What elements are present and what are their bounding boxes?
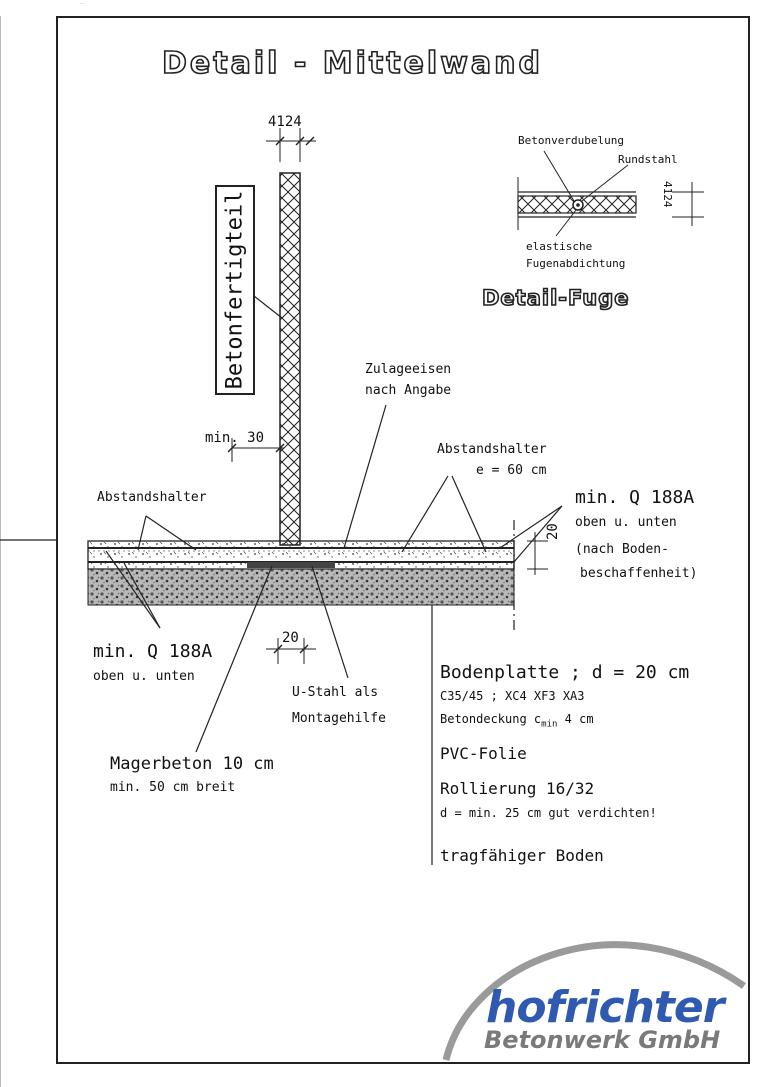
logo-arc: [442, 941, 746, 1061]
fuge-thickness-label: 4124: [661, 181, 674, 208]
page-title: Detail - Mittelwand: [161, 45, 543, 82]
panel-label: Betonfertigteil: [222, 190, 248, 390]
slab-thickness-label: 20: [545, 523, 561, 540]
label-mager-2: min. 50 cm breit: [110, 780, 236, 795]
label-abst-right-1: Abstandshalter: [437, 442, 547, 457]
fuge-label-dicht-1: elastische: [526, 240, 593, 253]
fuge-detail-drawing: [517, 150, 704, 237]
ustahl-width-label: 20: [282, 630, 299, 646]
precast-wall: [279, 172, 301, 546]
slab-thickness-dimension: [527, 532, 548, 575]
label-abst-right-2: e = 60 cm: [476, 463, 547, 478]
fuge-title: Detail-Fuge: [481, 285, 630, 311]
spec-boden: tragfähiger Boden: [440, 846, 604, 865]
spec-deckung: Betondeckung cmin 4 cm: [440, 712, 594, 729]
drawing-frame: [56, 16, 750, 1064]
label-q-left-1: min. Q 188A: [93, 641, 213, 662]
label-q-right-2: oben u. unten: [575, 515, 677, 530]
wall-width-dimension: [266, 128, 316, 162]
logo-wordmark: hofrichter: [486, 982, 724, 1033]
label-zulage-2: nach Angabe: [365, 383, 452, 398]
ustahl-dimension: [266, 638, 316, 664]
label-ustahl-2: Montagehilfe: [292, 711, 386, 726]
label-q-right-4: beschaffenheit): [580, 566, 698, 581]
header-fine-print: ...: [80, 0, 85, 6]
spec-deckung-val: 4 cm: [564, 712, 594, 726]
spec-klassen: C35/45 ; XC4 XF3 XA3: [440, 689, 585, 703]
label-mager-1: Magerbeton 10 cm: [110, 754, 274, 774]
spec-rollierung: Rollierung 16/32: [440, 779, 595, 798]
spec-folie: PVC-Folie: [440, 744, 527, 763]
wall-width-label: 4124: [268, 114, 302, 130]
panel-label-box: Betonfertigteil: [215, 185, 255, 395]
label-q-right-3: (nach Boden-: [575, 542, 669, 557]
page-edge: [0, 16, 1, 1087]
u-steel: [247, 562, 335, 568]
spec-deckung-sub: min: [541, 719, 558, 730]
spec-verdichten: d = min. 25 cm gut verdichten!: [440, 806, 657, 820]
spec-deckung-text: Betondeckung c: [440, 712, 542, 726]
gravel-layer: [87, 568, 515, 606]
fuge-label-rundstahl: Rundstahl: [618, 153, 678, 166]
fuge-label-dicht-2: Fugenabdichtung: [526, 257, 626, 270]
logo-subline: Betonwerk GmbH: [484, 1026, 721, 1054]
spec-bodenplatte: Bodenplatte ; d = 20 cm: [440, 662, 690, 683]
fuge-label-verdubelung: Betonverdubelung: [518, 134, 624, 147]
label-zulage-1: Zulageeisen: [365, 362, 452, 377]
label-ustahl-1: U-Stahl als: [292, 685, 379, 700]
label-q-left-2: oben u. unten: [93, 669, 195, 684]
label-q-right-1: min. Q 188A: [575, 487, 695, 508]
leader-lines: [105, 295, 563, 753]
min30-label: min. 30: [205, 430, 265, 446]
label-abst-left: Abstandshalter: [97, 490, 207, 505]
min30-dimension: [227, 438, 285, 462]
